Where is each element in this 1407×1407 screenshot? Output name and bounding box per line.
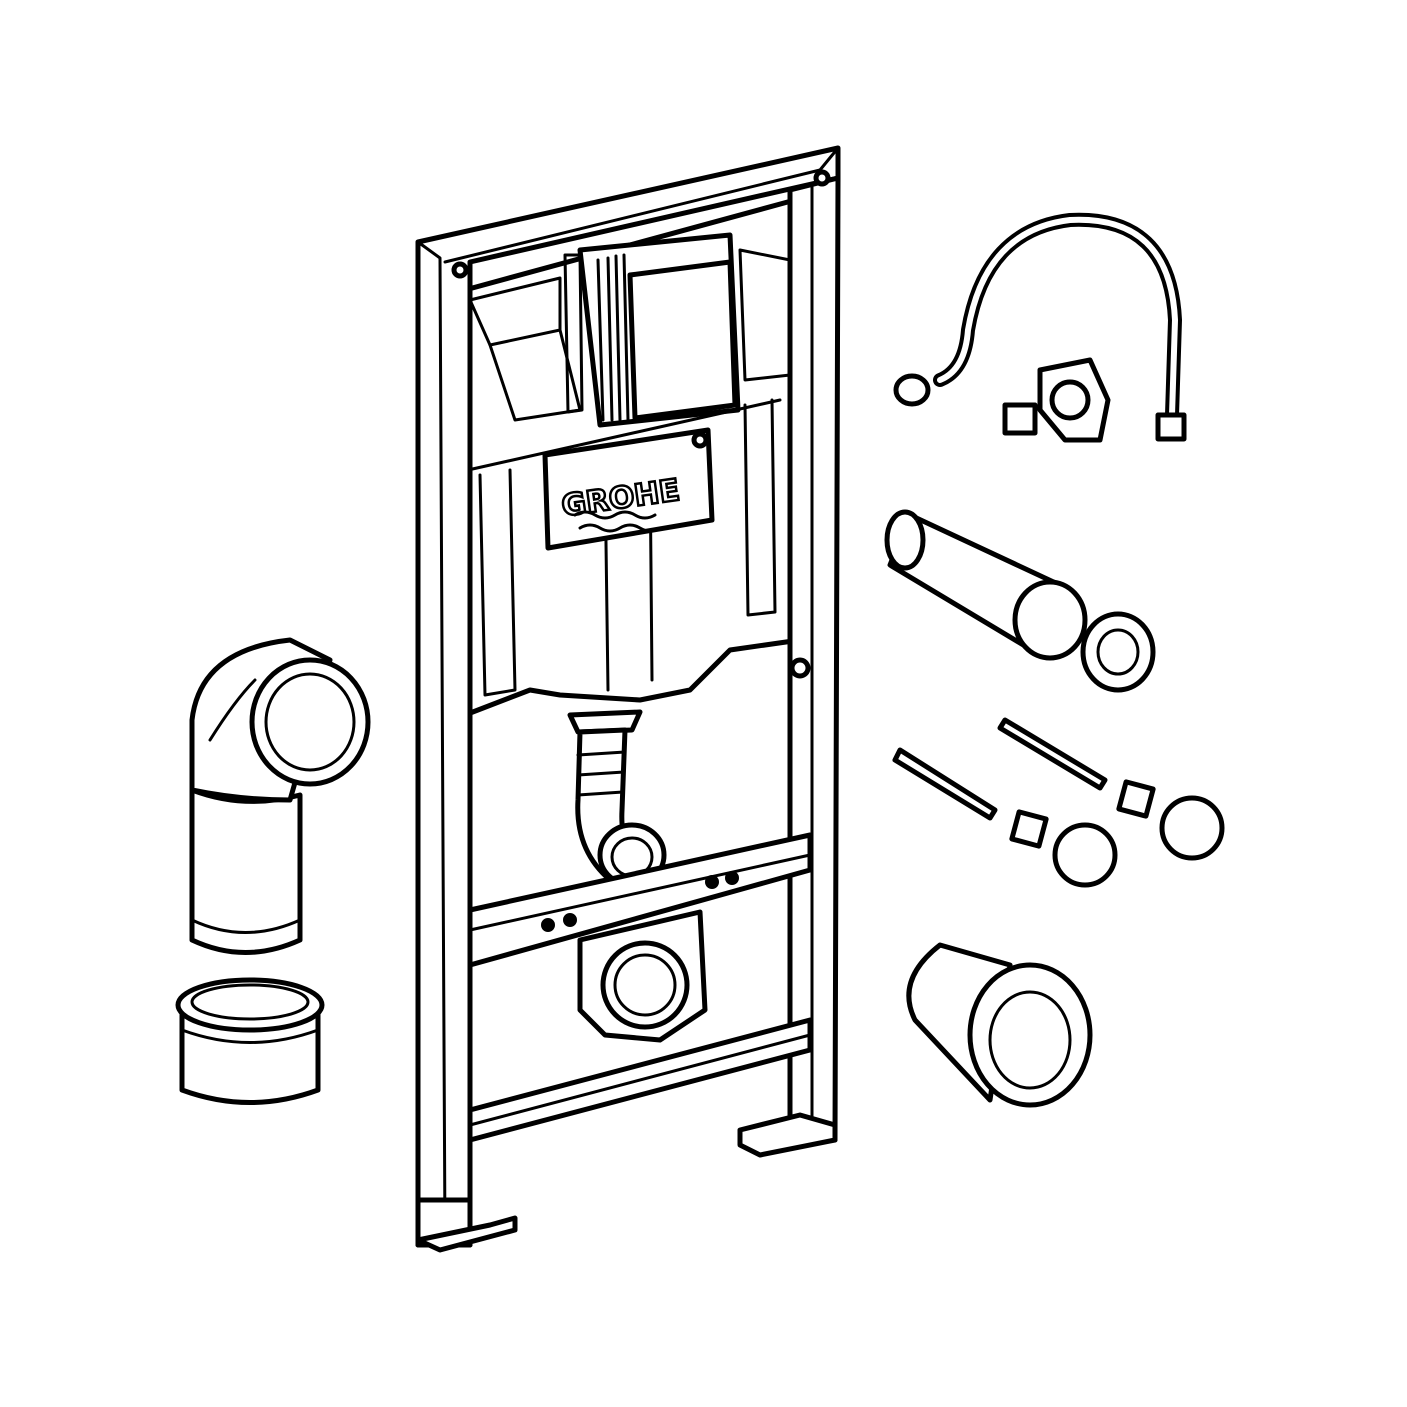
elbow-pipe [189, 637, 371, 955]
flush-valve-housing [563, 232, 741, 428]
pan-connector-pipe [906, 942, 1093, 1108]
drain-pipe [567, 709, 667, 888]
mounting-bolts [892, 717, 1225, 888]
mounting-frame [415, 145, 841, 1253]
flush-pipe [884, 509, 1156, 693]
pan-connector-bracket [577, 909, 708, 1043]
flexible-hose [893, 212, 1187, 442]
pipe-sleeve [175, 977, 325, 1105]
grohe-logo-plate: GROHE [542, 427, 715, 551]
angle-valve [1002, 357, 1111, 443]
